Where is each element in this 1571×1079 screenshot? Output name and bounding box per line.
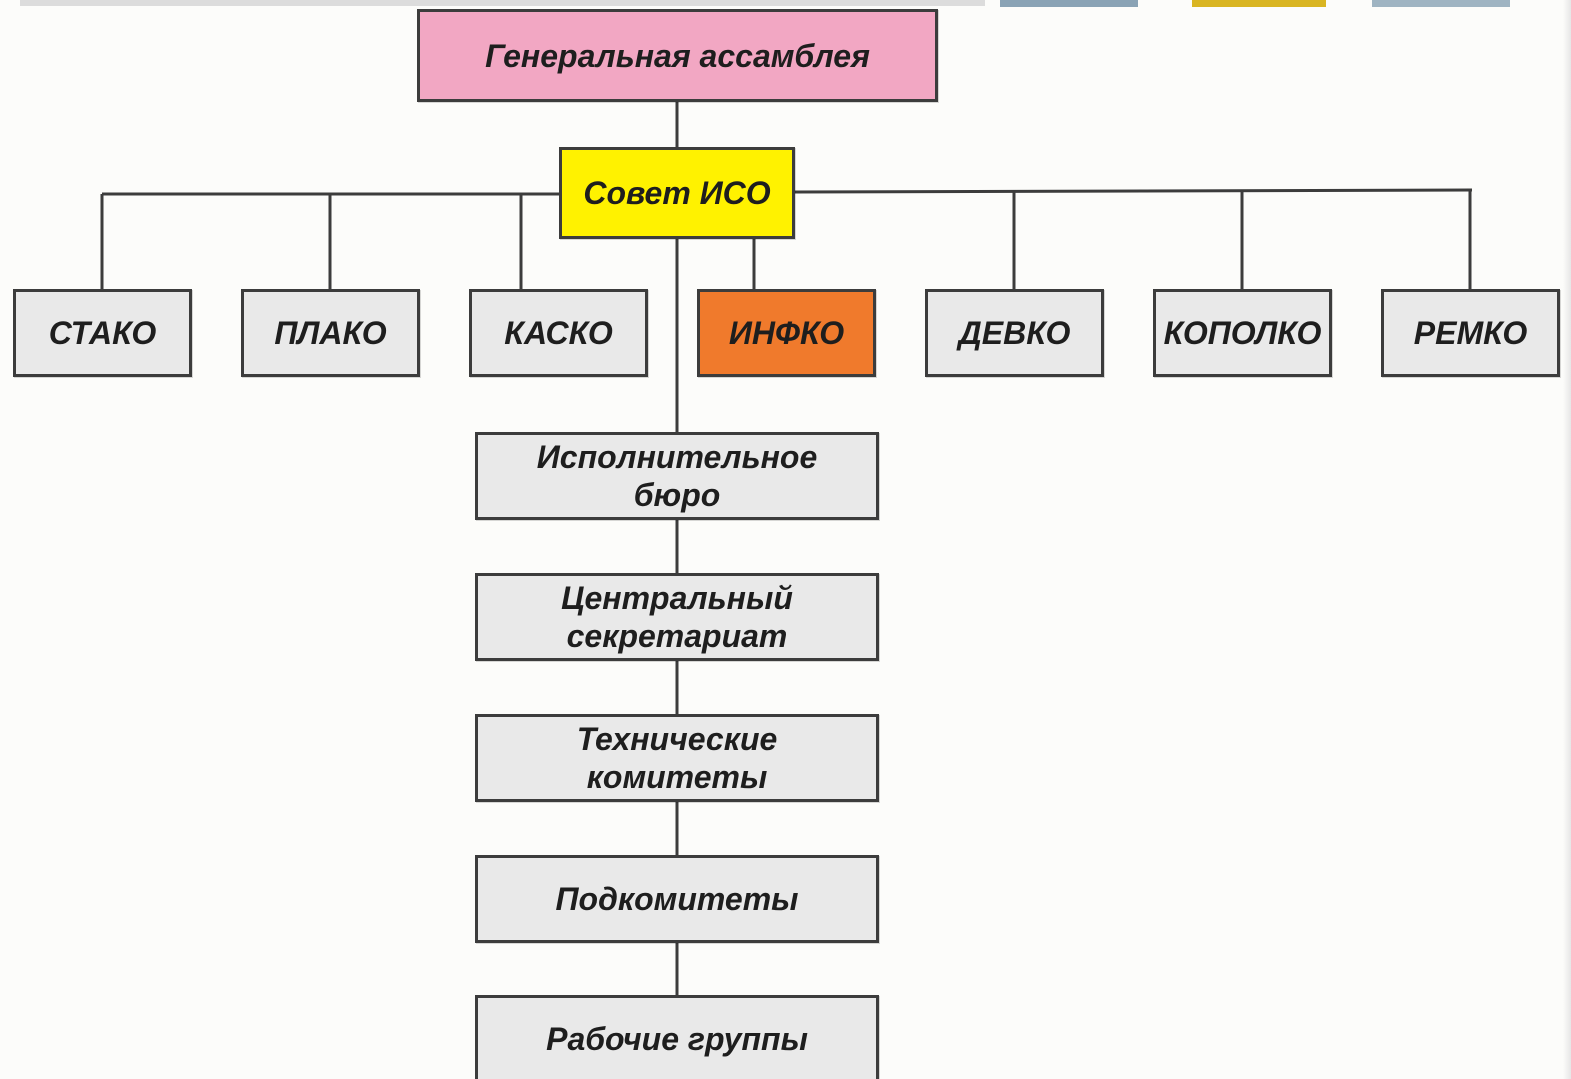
- subcommittees-box: Подкомитеты: [475, 855, 879, 943]
- working-groups-box: Рабочие группы: [475, 995, 879, 1079]
- technical-committees-box: Технические комитеты: [475, 714, 879, 802]
- thumbnail-image: [1192, 0, 1326, 7]
- committee-box-remko: РЕМКО: [1381, 289, 1560, 377]
- committee-label: КАСКО: [504, 315, 613, 351]
- thumbnail-image: [1372, 0, 1510, 7]
- box-label: Рабочие группы: [546, 1021, 808, 1057]
- committee-label: ПЛАКО: [274, 315, 387, 351]
- committee-box-plako: ПЛАКО: [241, 289, 420, 377]
- box-label-line1: Исполнительное: [536, 439, 818, 475]
- council-box: Совет ИСО: [559, 147, 795, 239]
- council-label: Совет ИСО: [583, 175, 771, 211]
- committee-label: КОПОЛКО: [1163, 315, 1322, 351]
- executive-bureau-box: Исполнительное бюро: [475, 432, 879, 520]
- committee-label: СТАКО: [48, 315, 157, 351]
- box-label-line1: Центральный: [561, 580, 793, 616]
- connector-line: [794, 188, 1473, 194]
- committee-label: РЕМКО: [1413, 315, 1528, 351]
- general-assembly-label: Генеральная ассамблея: [485, 37, 870, 74]
- committee-box-kopolko: КОПОЛКО: [1153, 289, 1332, 377]
- box-label-line1: Технические: [576, 721, 778, 757]
- committee-box-infko: ИНФКО: [697, 289, 876, 377]
- central-secretariat-box: Центральный секретариат: [475, 573, 879, 661]
- box-label-line2: секретариат: [566, 618, 788, 654]
- box-label-line2: комитеты: [586, 759, 768, 795]
- box-label-line2: бюро: [633, 477, 721, 513]
- committee-label: ДЕВКО: [958, 315, 1071, 351]
- committee-label: ИНФКО: [728, 315, 845, 351]
- thumbnail-image: [1000, 0, 1138, 7]
- right-edge-shadow: [1563, 0, 1571, 1079]
- general-assembly-box: Генеральная ассамблея: [417, 9, 938, 102]
- committee-box-kasko: КАСКО: [469, 289, 648, 377]
- committee-box-stako: СТАКО: [13, 289, 192, 377]
- committee-box-devko: ДЕВКО: [925, 289, 1104, 377]
- box-label: Подкомитеты: [555, 881, 799, 917]
- top-edge-strip: [20, 0, 985, 6]
